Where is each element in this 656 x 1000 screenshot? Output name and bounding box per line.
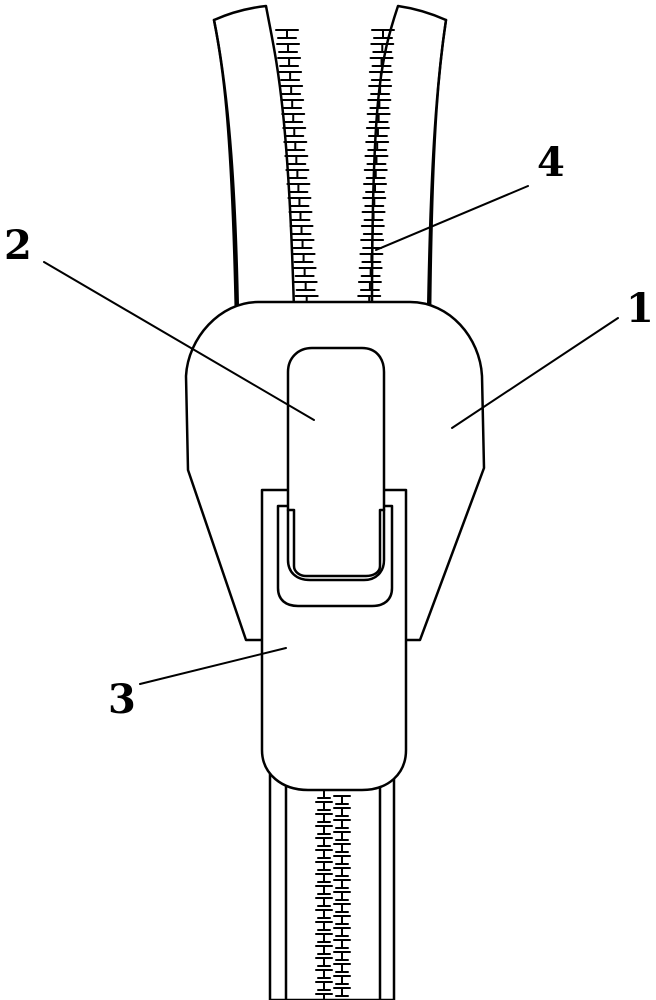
- leader-line-2: [43, 261, 315, 421]
- zipper-tooth: [281, 113, 306, 123]
- zipper-tooth: [363, 169, 388, 179]
- upper-teeth-left: [275, 29, 319, 305]
- zipper-tooth: [333, 855, 351, 865]
- zipper-tooth: [333, 903, 351, 913]
- zipper-tooth: [333, 951, 351, 961]
- zipper-tooth: [368, 85, 393, 95]
- left-tape-edge: [212, 18, 238, 322]
- zipper-tooth: [360, 225, 385, 235]
- pull-tab-outline: [286, 346, 386, 582]
- lower-teeth: [315, 789, 351, 1000]
- zipper-tooth: [359, 253, 384, 263]
- lower-zipper-tape: [268, 758, 396, 1000]
- zipper-tooth: [361, 211, 386, 221]
- zipper-tooth: [369, 57, 394, 67]
- callout-label-zipper-teeth: 4: [537, 139, 565, 186]
- zipper-tooth: [293, 281, 318, 291]
- zipper-tooth: [333, 831, 351, 841]
- zipper-tooth: [333, 963, 351, 973]
- upper-teeth-right: [357, 29, 395, 305]
- zipper-tooth: [278, 71, 303, 81]
- zipper-tooth: [360, 239, 385, 249]
- leader-line-4: [375, 185, 529, 251]
- zipper-tooth: [285, 169, 310, 179]
- zipper-tooth: [333, 807, 351, 817]
- zipper-tooth: [284, 155, 309, 165]
- leader-line-1: [451, 317, 619, 429]
- zipper-tooth: [315, 933, 333, 943]
- zipper-tooth: [333, 939, 351, 949]
- zipper-tooth: [315, 801, 333, 811]
- zipper-tooth: [364, 155, 389, 165]
- zipper-tooth: [333, 975, 351, 985]
- zipper-tooth: [315, 921, 333, 931]
- zipper-tooth: [283, 141, 308, 151]
- callout-label-slider-body: 1: [626, 285, 654, 332]
- zipper-tooth: [333, 867, 351, 877]
- zipper-tooth: [315, 825, 333, 835]
- zipper-tooth: [315, 981, 333, 991]
- zipper-tooth: [315, 909, 333, 919]
- zipper-tooth: [315, 897, 333, 907]
- zipper-tooth: [368, 71, 393, 81]
- zipper-tooth: [315, 957, 333, 967]
- zipper-tooth: [286, 183, 311, 193]
- pull-tab-lower-edge: [286, 508, 386, 578]
- zipper-tooth: [371, 29, 395, 39]
- zipper-tooth: [315, 945, 333, 955]
- zipper-tooth: [333, 915, 351, 925]
- zipper-tooth: [362, 197, 387, 207]
- zipper-tooth: [315, 873, 333, 883]
- zipper-tooth: [292, 267, 317, 277]
- zipper-tooth: [289, 225, 314, 235]
- zipper-tooth: [282, 127, 307, 137]
- zipper-tooth: [333, 879, 351, 889]
- zipper-tooth: [291, 253, 316, 263]
- right-tape-edge: [428, 18, 448, 322]
- zipper-tooth: [365, 141, 390, 151]
- zipper-tooth: [315, 885, 333, 895]
- zipper-tooth: [277, 57, 302, 67]
- zipper-tooth: [275, 29, 299, 39]
- zipper-tooth: [333, 819, 351, 829]
- zipper-tooth: [288, 211, 313, 221]
- callout-label-pull-tab-cover: 2: [4, 222, 32, 269]
- zipper-tooth: [366, 113, 391, 123]
- zipper-tooth: [357, 281, 382, 291]
- upper-zipper-tape: [212, 4, 448, 322]
- zipper-tooth: [287, 197, 312, 207]
- zipper-tooth: [363, 183, 388, 193]
- zipper-tooth: [315, 969, 333, 979]
- leader-lines: [43, 185, 619, 685]
- zipper-tooth: [333, 795, 351, 805]
- zipper-tooth: [315, 993, 333, 1000]
- zipper-tooth: [290, 239, 315, 249]
- zipper-tooth: [315, 837, 333, 847]
- callout-label-puller: 3: [108, 676, 136, 723]
- zipper-tooth: [370, 43, 395, 53]
- zipper-tooth: [315, 861, 333, 871]
- leader-line-3: [139, 647, 287, 685]
- zipper-tooth: [276, 43, 301, 53]
- zipper-tooth: [315, 849, 333, 859]
- zipper-tooth: [315, 813, 333, 823]
- zipper-tooth: [333, 891, 351, 901]
- zipper-tooth: [358, 267, 383, 277]
- pull-tab-cover: [286, 346, 386, 582]
- zipper-tooth: [279, 85, 304, 95]
- zipper-tooth: [333, 927, 351, 937]
- lower-tape-body: [268, 758, 396, 1000]
- zipper-tooth: [280, 99, 305, 109]
- zipper-tooth: [333, 987, 351, 997]
- zipper-tooth: [367, 99, 392, 109]
- zipper-tooth: [333, 843, 351, 853]
- zipper-tooth: [365, 127, 390, 137]
